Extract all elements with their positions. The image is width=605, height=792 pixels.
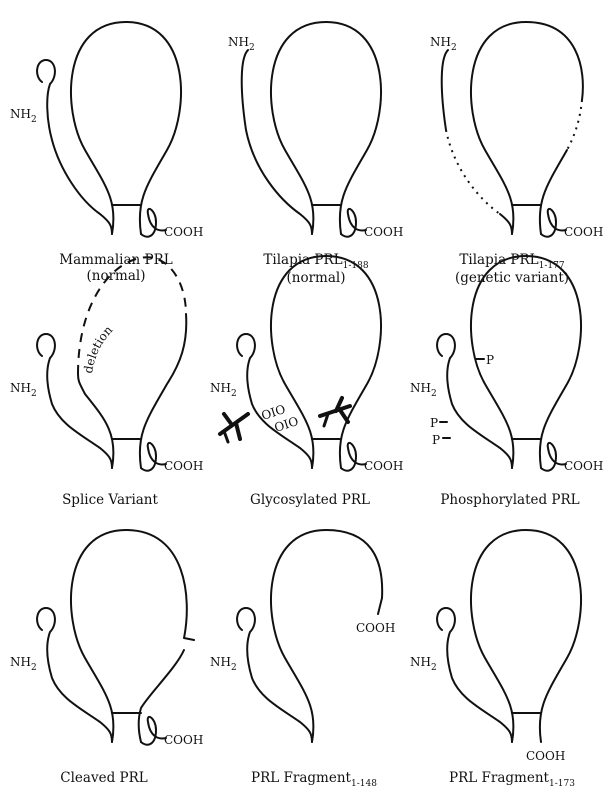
panel-tilapia-prl-1-188: NH2 COOH Tilapia PRL1-188 (normal) — [228, 22, 403, 286]
c-terminus-label: COOH — [164, 733, 203, 747]
deletion-annotation: deletion — [81, 323, 115, 375]
n-terminus-label: NH2 — [10, 381, 37, 399]
n-terminus-label: NH2 — [228, 35, 255, 53]
c-terminal-loop — [541, 209, 566, 237]
c-terminus-label: COOH — [564, 225, 603, 239]
panel-prl-fragment-1-173: COOH NH2 PRL Fragment1-173 — [410, 530, 581, 789]
panel-splice-variant: deletion NH2 COOH Splice Variant — [10, 257, 203, 508]
glycan-chain-right — [320, 398, 350, 426]
c-terminus-label: COOH — [564, 459, 603, 473]
c-terminal-loop — [141, 443, 166, 471]
panel-glycosylated-prl: OIO OIO NH2 COOH Glycosylated PRL — [210, 256, 403, 508]
c-terminus-label: COOH — [364, 459, 403, 473]
c-terminus-label: COOH — [356, 621, 395, 635]
c-terminal-loop — [541, 443, 566, 471]
remaining-loop-left — [78, 374, 113, 468]
cleaved-loop-lower — [139, 650, 184, 742]
disulfide-loop — [471, 22, 583, 234]
deleted-segment-loop — [567, 100, 582, 150]
panel-label: Cleaved PRL — [60, 770, 147, 786]
panel-label: Splice Variant — [62, 492, 158, 508]
n-terminal-tail — [242, 50, 312, 234]
panel-prl-fragment-1-148: COOH NH2 PRL Fragment1-148 — [210, 530, 395, 789]
panel-phosphorylated-prl: P P P NH2 COOH Phosphorylated PRL — [410, 256, 603, 508]
n-terminal-loop — [37, 334, 112, 468]
svg-text:P: P — [486, 353, 494, 367]
svg-text:P: P — [432, 433, 440, 447]
panel-tilapia-prl-1-177: NH2 COOH Tilapia PRL1-177 (genetic varia… — [430, 22, 603, 286]
disulfide-loop — [271, 256, 381, 468]
panel-label: PRL Fragment1-173 — [449, 770, 575, 789]
panel-label: Mammalian PRL — [59, 252, 172, 268]
panel-label: Glycosylated PRL — [250, 492, 370, 508]
c-terminus-label: COOH — [164, 225, 203, 239]
panel-label: Phosphorylated PRL — [440, 492, 579, 508]
n-terminus-label: NH2 — [10, 107, 37, 125]
c-terminal-loop — [341, 443, 366, 471]
panel-mammalian-prl: NH2 COOH Mammalian PRL (normal) — [10, 22, 203, 284]
c-terminal-loop — [141, 717, 166, 745]
svg-text:P: P — [430, 416, 438, 430]
n-terminal-tail — [442, 50, 448, 130]
panel-cleaved-prl: NH2 COOH Cleaved PRL — [10, 530, 203, 786]
c-terminal-loop — [341, 209, 366, 237]
n-terminus-label: NH2 — [10, 655, 37, 673]
disulfide-loop — [471, 530, 581, 742]
n-terminus-label: NH2 — [210, 655, 237, 673]
n-terminus-label: NH2 — [210, 381, 237, 399]
fragment-loop — [271, 530, 382, 742]
c-terminus-label: COOH — [526, 749, 565, 763]
n-terminal-tail-end — [500, 214, 512, 234]
panel-sublabel: (normal) — [287, 270, 346, 286]
phosphate-site-3: P — [432, 433, 450, 447]
c-terminal-loop — [141, 209, 166, 237]
phosphate-site-2: P — [430, 416, 447, 430]
n-terminus-label: NH2 — [410, 655, 437, 673]
panel-sublabel: (genetic variant) — [455, 270, 569, 286]
n-terminal-loop — [37, 60, 112, 234]
cleaved-loop-upper — [71, 530, 194, 742]
disulfide-loop-end — [540, 150, 567, 234]
deleted-segment-n — [446, 130, 500, 214]
panel-label: PRL Fragment1-148 — [251, 770, 377, 789]
phosphate-site-1: P — [476, 353, 494, 367]
disulfide-loop — [271, 22, 381, 234]
c-terminus-label: COOH — [164, 459, 203, 473]
panel-label: Tilapia PRL1-188 — [263, 252, 368, 271]
glycan-chain-left — [220, 414, 248, 442]
n-terminus-label: NH2 — [410, 381, 437, 399]
c-terminus-label: COOH — [364, 225, 403, 239]
n-terminus-label: NH2 — [430, 35, 457, 53]
